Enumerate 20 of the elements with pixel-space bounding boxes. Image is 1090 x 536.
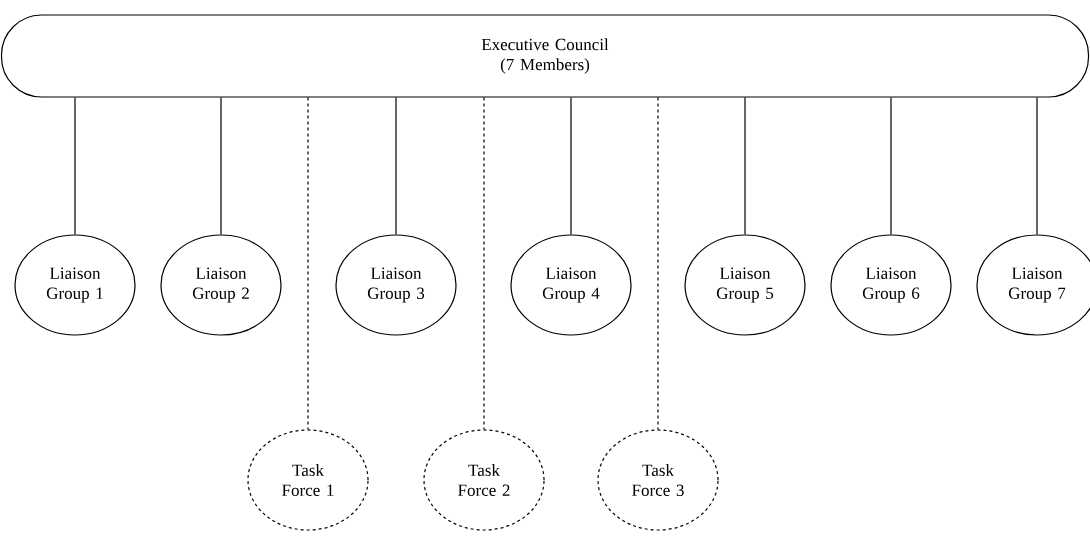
- group-oval: Task Force 1: [247, 429, 369, 531]
- connector-line: [890, 97, 892, 235]
- group-oval: Liaison Group 2: [160, 234, 282, 336]
- connector-line: [220, 97, 222, 235]
- group-oval: Liaison Group 5: [684, 234, 806, 336]
- connector-line: [74, 97, 76, 235]
- connector-line: [395, 97, 397, 235]
- group-oval: Task Force 2: [423, 429, 545, 531]
- group-oval: Liaison Group 1: [14, 234, 136, 336]
- council-bar: Executive Council (7 Members): [0, 14, 1090, 98]
- connector-line: [570, 97, 572, 235]
- connector-line: [307, 97, 309, 430]
- connector-line: [744, 97, 746, 235]
- connector-line: [657, 97, 659, 430]
- group-oval: Task Force 3: [597, 429, 719, 531]
- connector-line: [483, 97, 485, 430]
- group-oval: Liaison Group 6: [830, 234, 952, 336]
- group-oval: Liaison Group 3: [335, 234, 457, 336]
- group-oval: Liaison Group 4: [510, 234, 632, 336]
- connector-line: [1036, 97, 1038, 235]
